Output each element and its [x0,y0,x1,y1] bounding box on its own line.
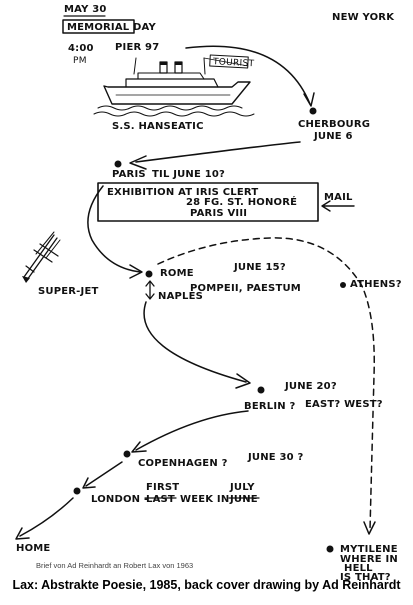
exhibition-line-3: PARIS VIII [190,208,247,219]
arrowhead-paris [129,155,147,170]
mytilene-hell-text: HELL [344,563,373,574]
rome-marker [145,270,153,278]
june-text: JUNE [229,494,258,505]
arrowhead-home [15,527,30,540]
last-text: LAST [146,494,175,505]
copenhagen-text: COPENHAGEN ? [138,458,228,469]
arrowhead-copenhagen [131,441,147,453]
july-text: JULY [229,482,255,493]
route-ny-cherbourg [185,45,311,105]
mytilene-question-text: IS THAT? [340,572,391,583]
week-in-text: WEEK IN [180,494,229,505]
credit-text: Brief von Ad Reinhardt an Robert Lax von… [36,561,193,570]
arrowhead-london [82,477,96,489]
mytilene-where-text: WHERE IN [340,554,398,565]
route-london-home [19,497,74,537]
city-text: NEW YORK [332,12,395,23]
memorial-day-box [62,19,135,34]
paris-text: PARIS [112,169,146,180]
berlin-marker [257,386,265,394]
arrowhead-rome [129,264,143,279]
exhibition-box [97,182,319,222]
arrowhead-cherbourg [303,92,315,107]
athens-text: ATHENS? [350,279,402,290]
ampm-text: PM [73,56,87,66]
route-berlin-copenhagen [135,410,249,451]
superjet-text: SUPER-JET [38,286,99,297]
holiday-text: MEMORIAL DAY [67,22,157,33]
cherbourg-marker [309,107,317,115]
pier-text: PIER 97 [115,42,159,53]
eastwest-text: EAST? WEST? [305,399,383,410]
paris-marker [114,160,122,168]
route-rome-mytilene [157,237,375,531]
arrowhead-berlin [235,373,251,389]
arrowheads-naples [145,280,155,300]
london-marker [73,487,81,495]
date-text: MAY 30 [64,4,107,15]
copenhagen-marker [123,450,131,458]
home-text: HOME [16,543,50,554]
rome-date-text: JUNE 15? [233,262,286,273]
ship-icon: TOURIST [93,54,255,117]
pompeii-text: POMPEII, PAESTUM [190,283,301,294]
mail-text: MAIL [324,192,353,203]
paris-date-text: TIL JUNE 10? [152,169,225,180]
arrowhead-mytilene [363,521,376,535]
cherbourg-text: CHERBOURG [298,119,370,130]
first-text: FIRST [146,482,179,493]
time-text: 4:00 [68,43,94,54]
route-copenhagen-london [85,461,123,487]
route-cherbourg-paris [135,141,301,163]
caption: Lax: Abstrakte Poesie, 1985, back cover … [12,578,401,592]
mytilene-marker [326,545,334,553]
ship-name-text: S.S. HANSEATIC [112,121,204,132]
cherbourg-date-text: JUNE 6 [313,131,353,142]
route-naples-berlin [143,301,247,383]
berlin-date-text: JUNE 20? [284,381,337,392]
tourist-flag-text: TOURIST [212,57,255,69]
exhibition-line-2: 28 FG. ST. HONORÉ [186,195,297,208]
route-paris-rome [87,185,141,273]
rome-text: ROME [160,268,194,279]
naples-text: NAPLES [158,291,203,302]
london-text: LONDON - [91,494,148,505]
berlin-text: BERLIN ? [244,401,296,412]
athens-marker [340,282,346,288]
copenhagen-date-text: JUNE 30 ? [247,452,304,463]
exhibition-line-1: EXHIBITION AT IRIS CLERT [107,187,258,198]
mail-arrow [321,200,355,212]
airplane-icon [22,231,61,283]
mytilene-text: MYTILENE [340,544,398,555]
